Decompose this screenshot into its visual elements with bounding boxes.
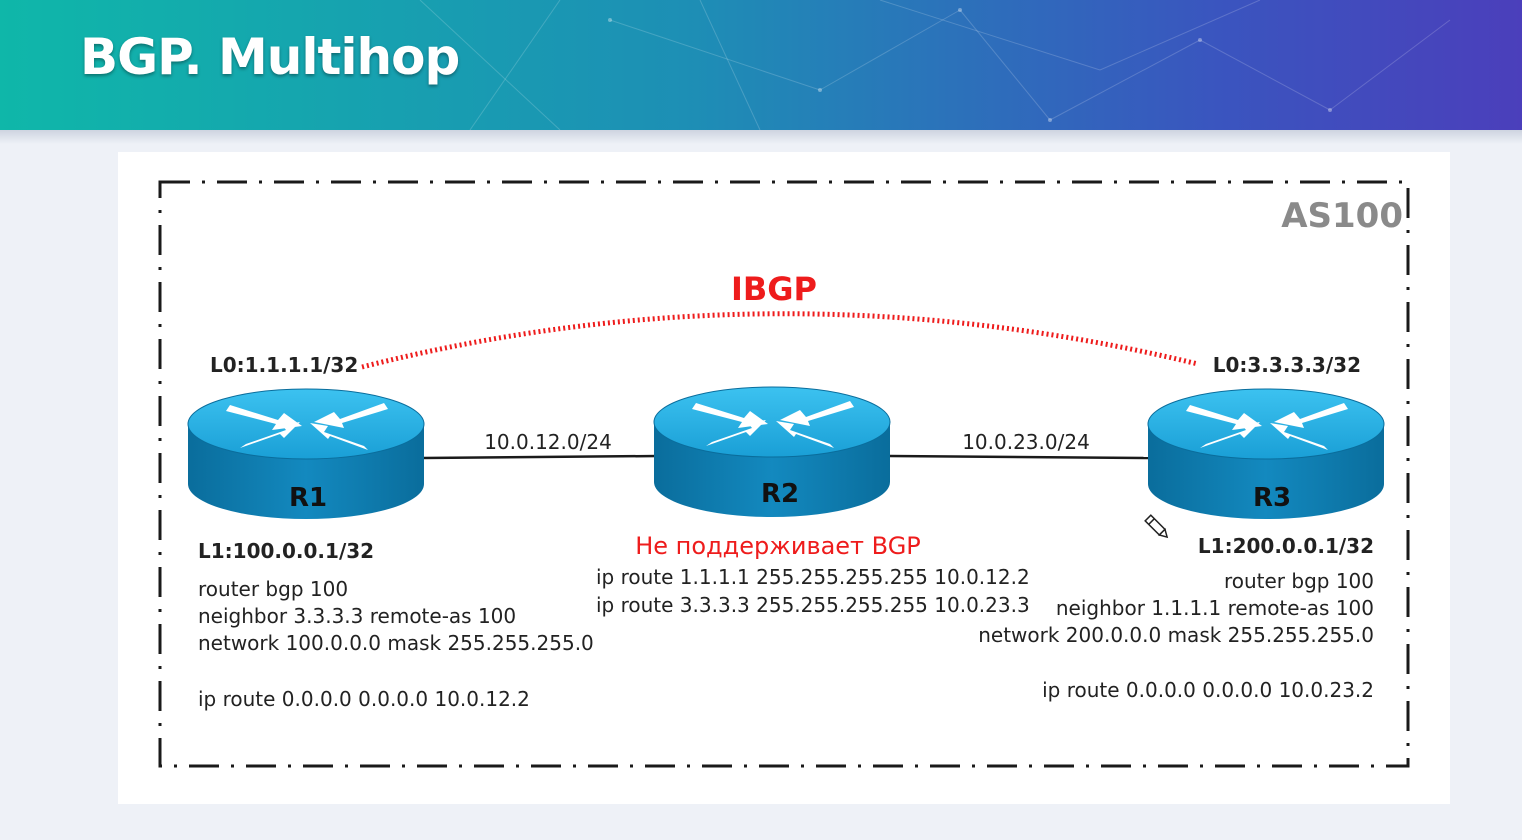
slide-title: BGP. Multihop (80, 28, 460, 86)
header-network-pattern (419, 0, 1451, 130)
r3-loopback0: L0:3.3.3.3/32 (1213, 353, 1361, 377)
router-r1-name: R1 (289, 483, 327, 513)
cursor-pen-icon (1144, 514, 1169, 539)
router-r1: R1 (187, 388, 425, 520)
r1-loopback0: L0:1.1.1.1/32 (210, 353, 358, 377)
bgp-topology-diagram: AS100 IBGP 10.0.12.0/24 10.0.23.0/24 R1 … (158, 180, 1410, 768)
r1-config-line: router bgp 100 (198, 577, 348, 601)
slide-header: BGP. Multihop (0, 0, 1522, 130)
r1-loopback1: L1:100.0.0.1/32 (198, 539, 374, 563)
ibgp-label: IBGP (731, 270, 817, 308)
header-shadow (0, 130, 1522, 144)
r3-config-line: network 200.0.0.0 mask 255.255.255.0 (978, 623, 1374, 647)
r3-config-line: router bgp 100 (1224, 569, 1374, 593)
link-r1-r2-label: 10.0.12.0/24 (484, 430, 612, 454)
link-r1-r2 (422, 454, 659, 460)
r3-static-route: ip route 0.0.0.0 0.0.0.0 10.0.23.2 (1042, 678, 1374, 702)
r2-static-route: ip route 1.1.1.1 255.255.255.255 10.0.12… (596, 565, 1030, 589)
router-r2-name: R2 (761, 479, 799, 509)
diagram-panel: AS100 IBGP 10.0.12.0/24 10.0.23.0/24 R1 … (118, 152, 1450, 804)
router-r3-name: R3 (1253, 483, 1291, 513)
r1-config-line: neighbor 3.3.3.3 remote-as 100 (198, 604, 516, 628)
r2-note: Не поддерживает BGP (635, 532, 921, 560)
link-r2-r3 (889, 454, 1149, 460)
link-r2-r3-label: 10.0.23.0/24 (962, 430, 1090, 454)
router-r2: R2 (653, 386, 891, 518)
router-r3: R3 (1147, 388, 1385, 520)
r1-config-line: network 100.0.0.0 mask 255.255.255.0 (198, 631, 594, 655)
as-label: AS100 (1281, 196, 1403, 236)
as-boundary (158, 180, 1410, 768)
r2-static-route: ip route 3.3.3.3 255.255.255.255 10.0.23… (596, 593, 1030, 617)
r3-loopback1: L1:200.0.0.1/32 (1198, 534, 1374, 558)
r3-config-line: neighbor 1.1.1.1 remote-as 100 (1056, 596, 1374, 620)
ibgp-session-line (361, 311, 1199, 370)
r1-static-route: ip route 0.0.0.0 0.0.0.0 10.0.12.2 (198, 687, 530, 711)
